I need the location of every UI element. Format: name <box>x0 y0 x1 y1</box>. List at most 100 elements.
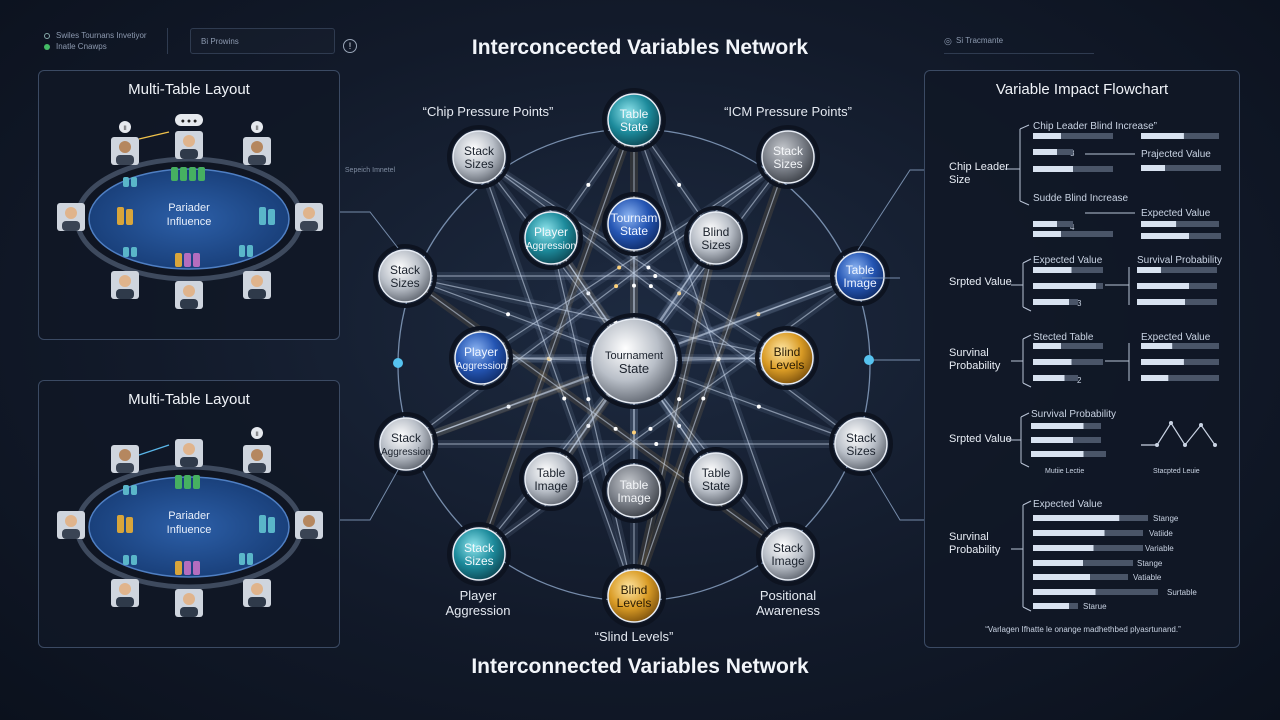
edge-line <box>633 156 789 597</box>
right-search-field[interactable]: ◎ Si Tracmante <box>944 28 1094 54</box>
edge-line <box>633 237 717 597</box>
edge-pulse-dot <box>648 284 653 289</box>
node-label: Sizes <box>390 276 419 290</box>
bar-fill <box>1033 560 1083 566</box>
edge-line <box>478 119 635 555</box>
bar-track <box>1137 267 1217 273</box>
node-label: Table <box>846 263 875 277</box>
node-label: Player <box>534 225 568 239</box>
node-label: Sizes <box>701 238 730 252</box>
player-avatar <box>57 439 323 617</box>
row-label: Stange <box>1153 514 1179 523</box>
bar-track <box>1141 221 1219 227</box>
bar-fill <box>1031 423 1084 429</box>
svg-text:II: II <box>123 126 127 132</box>
annotation-icm: “ICM Pressure Points” <box>724 104 852 119</box>
node-label: Sizes <box>846 444 875 458</box>
left-search-field[interactable]: Bi Prowins <box>190 28 335 54</box>
bar-fill <box>1033 283 1096 289</box>
edge-pulse-dot <box>646 265 651 270</box>
bar-fill <box>1033 267 1072 273</box>
node-label: Aggression <box>456 361 506 372</box>
blind-badge <box>175 114 203 126</box>
node-label: Stack <box>390 263 421 277</box>
edge-line <box>404 275 788 359</box>
bar-track <box>1141 375 1219 381</box>
edge-pulse-dot <box>586 182 591 187</box>
bar-fill <box>1031 437 1073 443</box>
bar-fill <box>1033 375 1065 381</box>
annotation-positional: Awareness <box>756 603 821 618</box>
bar-fill <box>1141 375 1169 381</box>
svg-text:II: II <box>255 432 259 438</box>
bar-fill <box>1033 299 1069 305</box>
bar-fill <box>1033 530 1105 536</box>
node-label: Stack <box>773 541 804 555</box>
node-label: Levels <box>770 358 805 372</box>
row-label: Stange <box>1137 559 1163 568</box>
row-label: Variable <box>1145 544 1174 553</box>
flow-number: 3 <box>1077 299 1082 308</box>
node-label: Sizes <box>464 554 493 568</box>
bar-fill <box>1141 359 1184 365</box>
multi-table-panel-2: Multi-Table Layout Pariader Influence <box>38 380 340 648</box>
flow-number: 2 <box>1077 376 1082 385</box>
dealer-badge <box>119 121 131 133</box>
table-center-label: Pariader <box>168 510 210 522</box>
row-label: Vatiable <box>1133 573 1162 582</box>
info-icon[interactable]: ! <box>343 39 357 53</box>
dealer-badge <box>251 427 263 439</box>
edge-pulse-dot <box>632 283 636 288</box>
node-label: State <box>619 361 649 376</box>
bar-track <box>1033 343 1103 349</box>
edge-pulse-dot <box>617 265 622 270</box>
bar-fill <box>1033 149 1057 155</box>
flow-heading: Expected Value <box>1033 499 1103 510</box>
ring-port-icon <box>393 358 403 368</box>
flow-heading: Expected Value <box>1141 208 1211 219</box>
legend-item: Inatle Cnawps <box>56 42 107 51</box>
legend-dot-icon <box>44 43 50 50</box>
flow-heading: Survival Probability <box>1031 409 1117 420</box>
flow-heading: Sudde Blind Increase <box>1033 193 1129 204</box>
node-label: State <box>620 120 648 134</box>
node-label: Stack <box>391 431 422 445</box>
legend-dot-icon <box>44 32 50 39</box>
section-label: Survinal <box>949 531 989 543</box>
edge-pulse-dot <box>677 397 682 402</box>
node-label: Image <box>771 554 805 568</box>
edge-line <box>478 156 862 445</box>
node-label: Blind <box>703 225 730 239</box>
node-label: Image <box>534 479 568 493</box>
node-label: Table <box>620 478 649 492</box>
ring-port-icon <box>864 355 874 365</box>
annotation-aggression: Player <box>460 588 498 603</box>
bar-fill <box>1031 451 1084 457</box>
edge-line <box>405 156 789 445</box>
section-label: Probability <box>949 544 1001 556</box>
node-label: Table <box>620 107 649 121</box>
node-label: Sizes <box>773 157 802 171</box>
bar-fill <box>1033 545 1094 551</box>
node-label: Tournament <box>605 350 663 362</box>
